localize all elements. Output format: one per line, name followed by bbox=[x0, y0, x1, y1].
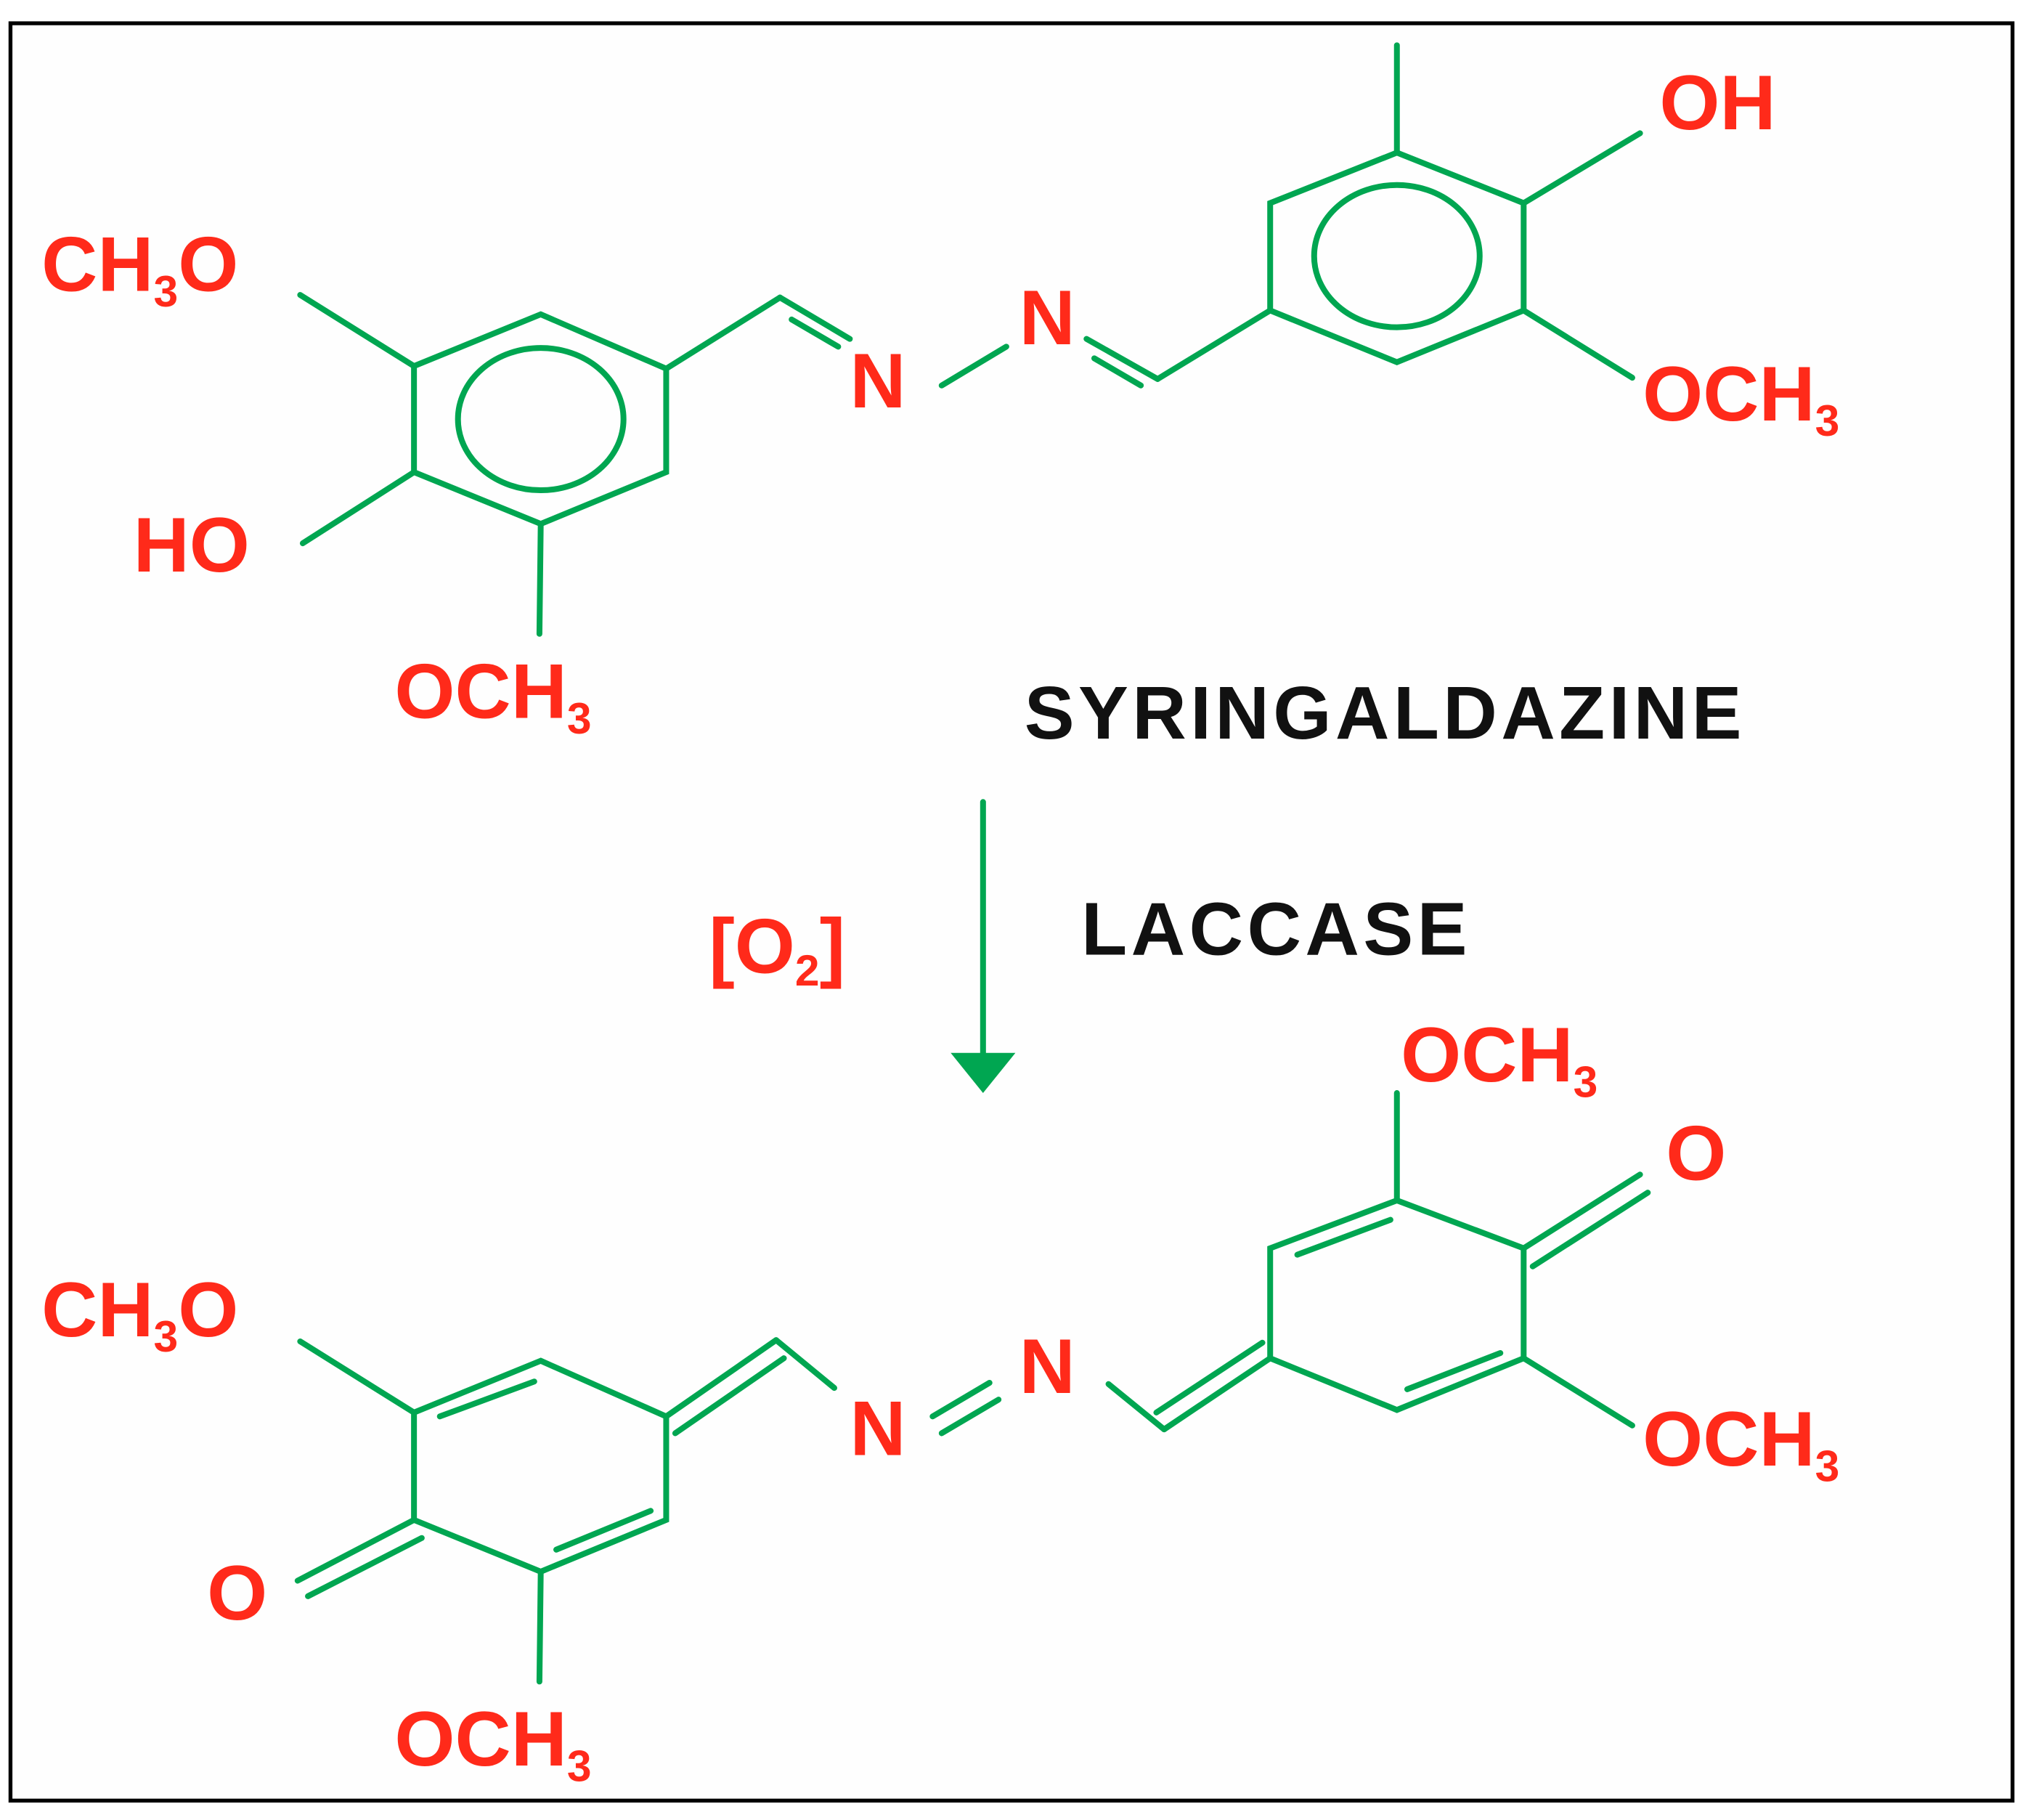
reagent-o2: [O2] bbox=[709, 902, 845, 995]
compound-name: SYRINGALDAZINE bbox=[1025, 670, 1746, 755]
label-och3-bottom: OCH3 bbox=[394, 648, 591, 743]
label-n1: N bbox=[850, 1385, 905, 1472]
label-o-left: O bbox=[207, 1549, 267, 1636]
label-och3-bottom: OCH3 bbox=[394, 1695, 591, 1790]
label-och3-right: OCH3 bbox=[1643, 1395, 1839, 1490]
label-o-right: O bbox=[1666, 1109, 1726, 1196]
label-oh: OH bbox=[1659, 59, 1775, 146]
label-ch3o: CH3O bbox=[41, 1266, 238, 1361]
label-n2: N bbox=[1019, 274, 1075, 361]
aromatic-circle-left bbox=[455, 345, 627, 494]
product-structure: CH3O O OCH3 N N OCH3 O OCH3 bbox=[41, 1011, 1839, 1791]
enzyme-label: LACCASE bbox=[1081, 886, 1471, 970]
label-ho: HO bbox=[134, 501, 250, 588]
aromatic-circle-right bbox=[1311, 182, 1483, 330]
label-och3-top: OCH3 bbox=[1401, 1011, 1597, 1106]
label-ch3o: CH3O bbox=[41, 221, 238, 316]
down-arrow-icon bbox=[951, 799, 1016, 1094]
label-n1: N bbox=[850, 337, 905, 424]
label-och3-right: OCH3 bbox=[1643, 350, 1839, 445]
figure-border bbox=[8, 21, 2015, 1803]
label-n2: N bbox=[1019, 1323, 1075, 1410]
syringaldazine-structure: CH3O HO OCH3 N N OH OCH3 bbox=[41, 42, 1839, 743]
